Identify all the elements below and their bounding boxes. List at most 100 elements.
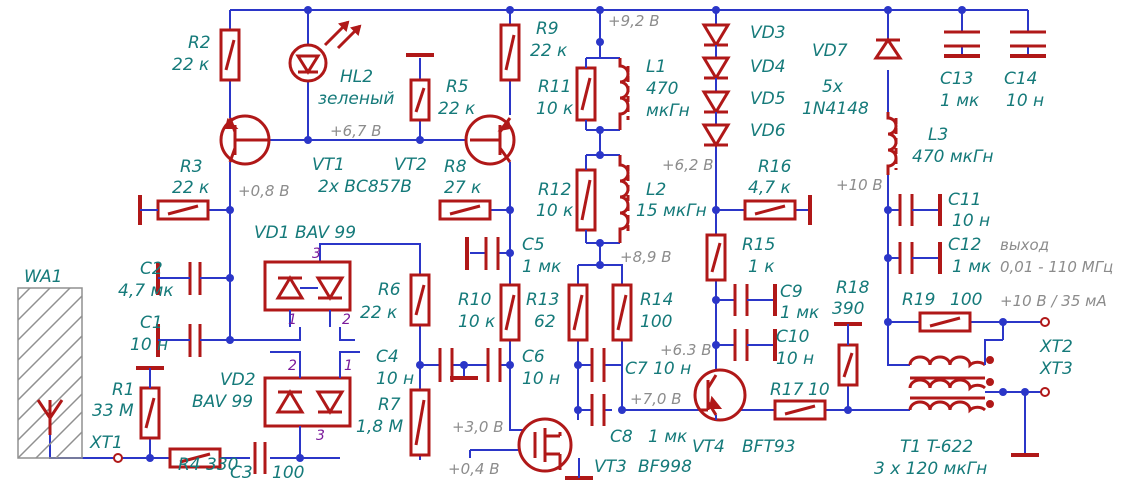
pin-3-vd2: 3 — [316, 428, 325, 444]
label-r16: R16 — [758, 157, 792, 177]
pin-1-vd1: 1 — [288, 312, 297, 328]
label-c9: C9 — [780, 282, 803, 302]
label-c5-value: 1 мк — [522, 257, 562, 277]
pin-3-vd1: 3 — [312, 246, 321, 262]
label-c3: C3 — [230, 463, 253, 483]
label-r6: R6 — [378, 280, 401, 300]
label-xt2: XT2 — [1039, 337, 1073, 357]
label-c7: C7 10 н — [625, 359, 691, 379]
label-r18: R18 — [836, 278, 870, 298]
label-r14: R14 — [640, 290, 673, 310]
label-vd1: VD1 BAV 99 — [254, 223, 356, 243]
label-c8: C8 — [610, 427, 633, 447]
voltage-6-2: +6,2 В — [662, 156, 713, 174]
label-r5: R5 — [446, 77, 469, 97]
capacitors — [182, 30, 1046, 474]
inductors — [618, 58, 898, 243]
label-c3-value: 100 — [272, 463, 304, 483]
transistors — [219, 114, 747, 473]
voltage-0-4: +0,4 В — [448, 460, 499, 478]
label-r2-value: 22 к — [172, 55, 210, 75]
label-r15: R15 — [742, 235, 775, 255]
label-wa1: WA1 — [24, 267, 62, 287]
label-r18-value: 390 — [832, 299, 864, 319]
label-vd5: VD5 — [750, 89, 786, 109]
label-c13: C13 — [940, 69, 974, 89]
label-t1-value: 3 x 120 мкГн — [874, 459, 987, 479]
label-r11-value: 10 к — [536, 99, 574, 119]
label-r16-value: 4,7 к — [748, 178, 791, 198]
label-vd-count: 5x — [822, 77, 844, 97]
label-r6-value: 22 к — [360, 303, 398, 323]
label-c10: C10 — [776, 327, 810, 347]
voltage-10: +10 В — [836, 176, 883, 194]
label-r8-value: 27 к — [444, 178, 482, 198]
voltage-8-9: +8,9 В — [620, 248, 671, 266]
label-r3: R3 — [180, 157, 203, 177]
label-r7: R7 — [378, 395, 401, 415]
label-r9-value: 22 к — [530, 41, 568, 61]
label-vt12-value: 2x BC857B — [318, 177, 412, 197]
label-hl2: HL2 — [340, 67, 373, 87]
label-vt2: VT2 — [394, 155, 427, 175]
label-l3: L3 — [928, 125, 948, 145]
label-r11: R11 — [538, 77, 571, 97]
label-c6: C6 — [522, 347, 545, 367]
label-vd6: VD6 — [750, 121, 786, 141]
label-l1-value2: мкГн — [646, 101, 690, 121]
label-r1: R1 — [112, 380, 135, 400]
xt1-terminal — [113, 453, 123, 463]
pin-1-vd2: 1 — [344, 358, 353, 374]
label-xt3: XT3 — [1039, 359, 1073, 379]
label-r17: R17 — [770, 380, 804, 400]
label-r3-value: 22 к — [172, 178, 210, 198]
label-l3-value: 470 мкГн — [912, 147, 994, 167]
label-output-range: 0,01 - 110 МГц — [1000, 258, 1113, 276]
voltage-labels: +9,2 В +6,7 В +0,8 В +6,2 В +10 В +8,9 В… — [238, 12, 883, 478]
label-r4: R4 330 — [178, 455, 238, 475]
label-l2-value: 15 мкГн — [636, 201, 707, 221]
label-l2: L2 — [646, 180, 666, 200]
voltage-6-7: +6,7 В — [330, 122, 381, 140]
label-output-title: выход — [1000, 236, 1049, 254]
label-r14-value: 100 — [640, 312, 672, 332]
label-r7-value: 1,8 М — [356, 417, 403, 437]
label-xt1: XT1 — [89, 433, 123, 453]
label-c11-value: 10 н — [952, 211, 990, 231]
label-r10-value: 10 к — [458, 312, 496, 332]
label-vt4-value: BFT93 — [742, 437, 795, 457]
pin-2-vd1: 2 — [342, 312, 351, 328]
label-r13: R13 — [526, 290, 559, 310]
label-hl2-value: зеленый — [318, 89, 394, 109]
label-vd3: VD3 — [750, 23, 786, 43]
label-c1-value: 10 н — [130, 335, 168, 355]
label-c14: C14 — [1004, 69, 1038, 89]
label-r19-value: 100 — [950, 290, 982, 310]
label-c4-value: 10 н — [376, 369, 414, 389]
label-r1-value: 33 М — [92, 401, 134, 421]
ground-symbols — [136, 53, 1046, 480]
pin-2-vd2: 2 — [288, 358, 297, 374]
label-c10-value: 10 н — [776, 349, 814, 369]
label-c6-value: 10 н — [522, 369, 560, 389]
label-r5-value: 22 к — [438, 99, 476, 119]
label-c12: C12 — [948, 235, 982, 255]
label-r13-value: 62 — [534, 312, 556, 332]
label-c2-value: 4,7 мк — [118, 281, 174, 301]
label-t1: T1 T-622 — [900, 437, 973, 457]
label-c2: C2 — [140, 259, 163, 279]
label-r12: R12 — [538, 180, 571, 200]
label-r19: R19 — [902, 290, 935, 310]
label-c11: C11 — [948, 190, 982, 210]
label-c12-value: 1 мк — [952, 257, 992, 277]
label-c9-value: 1 мк — [780, 303, 820, 323]
label-r10: R10 — [458, 290, 491, 310]
junction-dots — [146, 6, 1029, 462]
label-vd-type: 1N4148 — [802, 99, 869, 119]
label-c5: C5 — [522, 235, 545, 255]
antenna-wa1 — [17, 287, 83, 459]
pin-numbers: 3 1 2 2 1 3 — [288, 246, 353, 444]
label-r2: R2 — [188, 33, 211, 53]
label-vt4: VT4 — [692, 437, 725, 457]
